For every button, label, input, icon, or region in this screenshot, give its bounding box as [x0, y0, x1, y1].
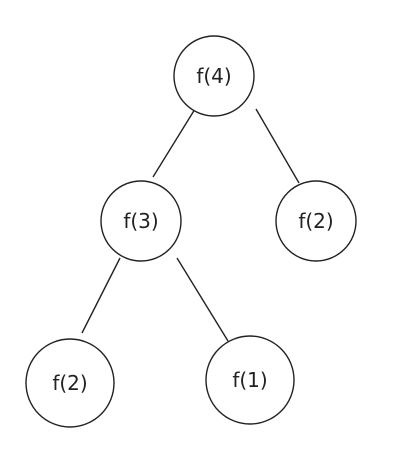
tree-node-circle	[100, 180, 182, 262]
tree-node-circle	[205, 335, 295, 425]
edge-f3-f2	[81, 257, 121, 334]
edge-f4-f3	[152, 108, 196, 178]
tree-node-circle	[25, 338, 115, 428]
tree-node-left-left: f(2)	[25, 338, 115, 428]
tree-node-right: f(2)	[275, 180, 357, 262]
edge-f3-f1	[176, 257, 229, 342]
tree-node-circle	[275, 180, 357, 262]
tree-node-circle	[173, 35, 255, 117]
tree-node-label: f(3)	[123, 209, 158, 233]
tree-node-label: f(2)	[298, 209, 333, 233]
tree-node-left-right: f(1)	[205, 335, 295, 425]
tree-node-label: f(1)	[232, 368, 267, 392]
tree-node-label: f(4)	[196, 64, 231, 88]
tree-node-left: f(3)	[100, 180, 182, 262]
tree-node-root: f(4)	[173, 35, 255, 117]
tree-node-label: f(2)	[52, 371, 87, 395]
edge-f4-f2	[255, 108, 300, 184]
